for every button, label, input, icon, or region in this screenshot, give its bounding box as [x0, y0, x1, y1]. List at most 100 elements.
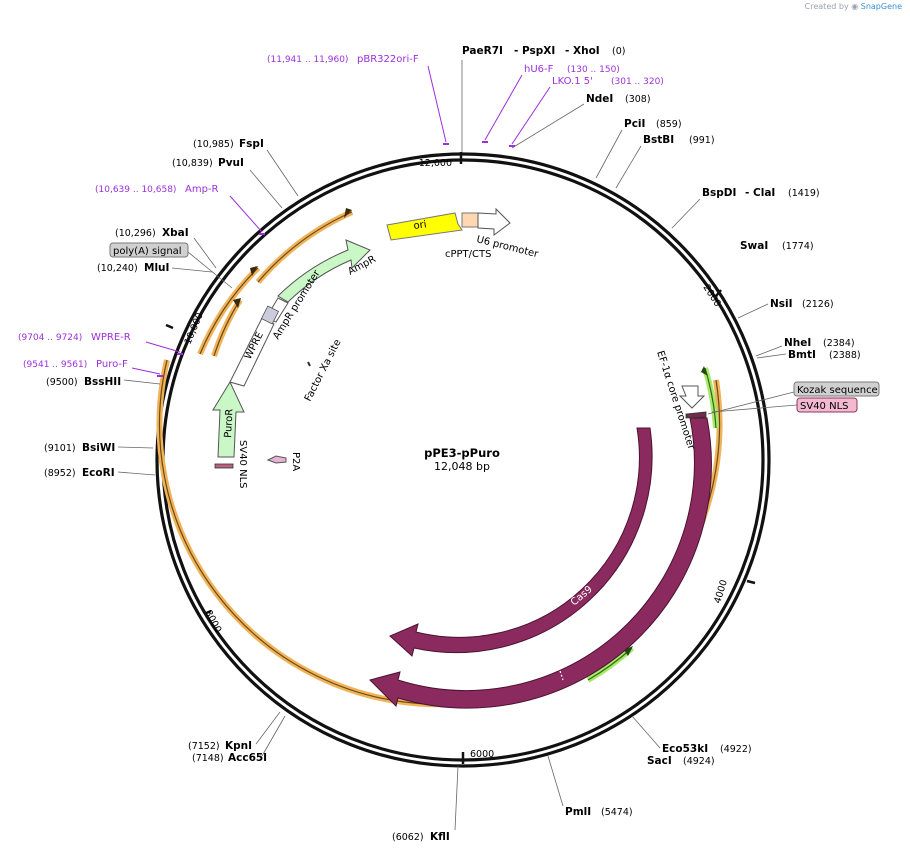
leader-bmti [756, 353, 787, 359]
tick-label-0: 12,000 [419, 158, 452, 169]
enzyme-acc65i[interactable]: Acc65I [228, 752, 267, 764]
leader-pmli [547, 755, 564, 807]
enzyme-pmli[interactable]: PmlI [565, 806, 591, 818]
enzyme-bstbi[interactable]: BstBI [643, 134, 674, 146]
enzyme-swai[interactable]: SwaI [740, 240, 768, 252]
ori-label: ori [413, 219, 427, 232]
primer-wpre-r[interactable]: WPRE-R [91, 332, 131, 343]
enzyme-bspdi[interactable]: BspDI [702, 187, 736, 199]
leader-nsii [737, 303, 769, 319]
enzyme-nsii[interactable]: NsiI [770, 298, 793, 310]
leader-kfli [454, 765, 459, 831]
feature-puror[interactable]: PuroR [212, 380, 245, 458]
leader-bsshii [123, 379, 161, 385]
enzyme-fspi[interactable]: FspI [239, 138, 264, 150]
primer-pos-hu6-f: (130 .. 150) [567, 65, 620, 75]
snapgene-logo-icon: ◉ [851, 2, 859, 11]
leader-ecori [117, 471, 156, 476]
feature-cppt[interactable]: cPPT/CTS [445, 212, 491, 260]
tick-mark-1 [715, 289, 722, 297]
primer-leader-hu6-f [484, 74, 523, 141]
enzyme-xhoi[interactable]: - XhoI [565, 45, 600, 57]
leader-xbai [193, 237, 217, 269]
feature-sv40-nls[interactable]: SV40 NLS [214, 440, 248, 489]
enzyme-nhei[interactable]: NheI [784, 337, 811, 349]
tick-mark-2 [746, 579, 756, 585]
plasmid-name: pPE3-pPuro [424, 446, 500, 460]
snapgene-credit: Created by ◉ SnapGene [805, 2, 902, 11]
sv40-nls-label: SV40 NLS [237, 440, 248, 489]
enzyme-pos-nhei: (2384) [823, 338, 855, 349]
factor-xa-label: Factor Xa site [303, 338, 344, 404]
enzyme-bmti[interactable]: BmtI [788, 349, 816, 361]
enzyme-eco53ki[interactable]: Eco53kI [662, 743, 708, 755]
enzyme-saci[interactable]: SacI [647, 755, 672, 767]
primer-amp-r[interactable]: Amp-R [185, 184, 219, 195]
feature-p2a[interactable]: P2A [266, 452, 301, 471]
leader-fspi [266, 149, 299, 197]
leader-bsiwi [117, 446, 154, 449]
enzyme-pcii[interactable]: PciI [624, 118, 645, 130]
credit-prefix: Created by [804, 2, 849, 11]
tick-label-4: 8000 [202, 608, 223, 635]
svg-text:poly(A) signal: poly(A) signal [113, 246, 182, 257]
primer-leader-lko1-5 [511, 86, 551, 145]
feature-kozak-sv40-marker [685, 411, 707, 419]
feature-wpre[interactable]: WPRE [229, 305, 280, 387]
cas9-arrow[interactable] [389, 427, 653, 657]
enzyme-pos-bsshii: (9500) [46, 377, 78, 388]
enzyme-mlui[interactable]: MluI [144, 262, 169, 274]
enzyme-pos-saci: (4924) [683, 756, 715, 767]
svg-text:Kozak sequence: Kozak sequence [797, 385, 878, 396]
primer-hu6-f[interactable]: hU6-F [524, 64, 554, 75]
sv40-nls-box-label[interactable]: SV40 NLS [711, 397, 858, 413]
feature-ori[interactable]: ori [386, 212, 463, 241]
primer-leader-puro-f [131, 367, 161, 375]
enzyme-ecori[interactable]: EcoRI [82, 467, 115, 479]
orange-inner-arcs [197, 208, 354, 357]
primer-pos-wpre-r: (9704 .. 9724) [18, 333, 82, 343]
kozak-sequence-label[interactable]: Kozak sequence [707, 381, 880, 415]
enzyme-bsiwi[interactable]: BsiWI [82, 442, 115, 454]
p2a-label: P2A [290, 452, 301, 471]
enzyme-pos-clai: (1419) [788, 188, 820, 199]
enzyme-pos-bstbi: (991) [689, 135, 715, 146]
feature-ampr-promoter[interactable]: AmpR promoter [265, 268, 323, 342]
primer-lko1-5[interactable]: LKO.1 5' [552, 76, 593, 87]
leader-pcii [595, 129, 623, 179]
enzyme-pos-pcii: (859) [656, 119, 682, 130]
primer-pos-pbr322ori-f: (11,941 .. 11,960) [267, 55, 348, 65]
enzyme-pos-pmli: (5474) [601, 807, 633, 818]
tick-mark-5 [165, 323, 174, 330]
enzyme-pos-ecori: (8952) [44, 468, 76, 479]
primer-pos-lko1-5: (301 .. 320) [611, 77, 664, 87]
enzyme-bsshii[interactable]: BssHII [84, 376, 121, 388]
enzyme-ndei[interactable]: NdeI [586, 93, 613, 105]
enzyme-paer7i[interactable]: PaeR7I [462, 45, 503, 57]
cas9-h840a-mutation-mark [559, 670, 564, 681]
enzyme-clai[interactable]: - ClaI [745, 187, 775, 199]
enzyme-pos-bmti: (2388) [829, 350, 861, 361]
enzyme-pos-swai: (1774) [782, 241, 814, 252]
polya-signal-label[interactable]: poly(A) signal [109, 242, 233, 289]
enzyme-pspxi[interactable]: - PspXI [514, 45, 555, 57]
feature-factor-xa-site[interactable]: Factor Xa site [303, 338, 344, 404]
enzyme-kfli[interactable]: KflI [430, 831, 450, 843]
enzyme-pvui[interactable]: PvuI [218, 157, 244, 169]
cas9-h840a-arrow[interactable] [369, 417, 712, 709]
credit-brand: SnapGene [860, 2, 902, 11]
enzyme-pos-acc65i: (7148) [192, 753, 224, 764]
enzyme-xbai[interactable]: XbaI [162, 227, 189, 239]
enzyme-kpni[interactable]: KpnI [225, 740, 252, 752]
enzyme-pos-kpni: (7152) [188, 741, 220, 752]
enzyme-pos-xbai: (10,296) [115, 228, 156, 239]
leader-kpni [255, 711, 281, 745]
tick-label-3: 6000 [470, 749, 494, 760]
enzyme-pos-mlui: (10,240) [97, 263, 138, 274]
primer-puro-f[interactable]: Puro-F [96, 359, 128, 370]
primer-pbr322ori-f[interactable]: pBR322ori-F [357, 54, 419, 65]
leader-ndei [511, 103, 585, 149]
plasmid-size: 12,048 bp [434, 460, 490, 473]
leader-bstbi [615, 145, 642, 189]
